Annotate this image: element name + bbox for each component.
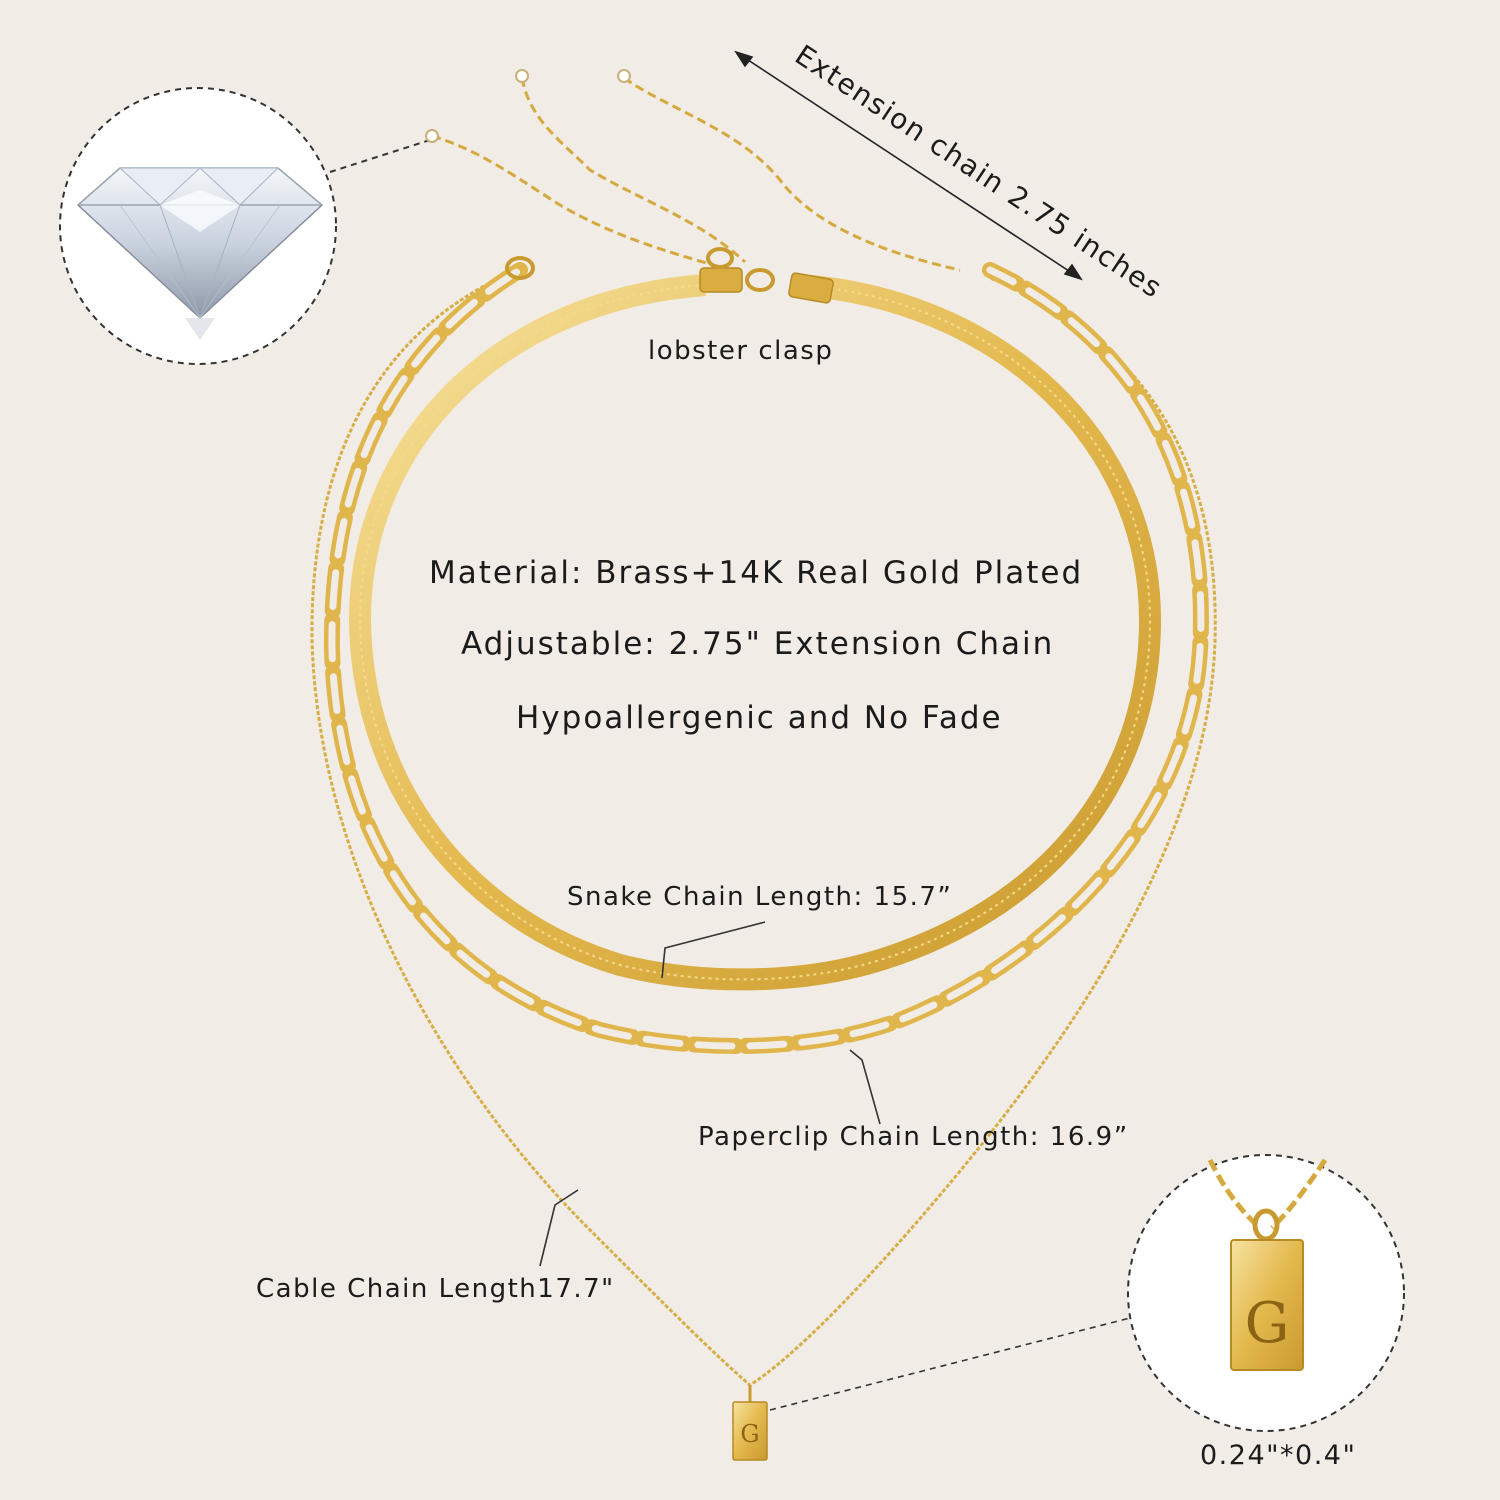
- paperclip-chain-length-label: Paperclip Chain Length: 16.9”: [698, 1122, 1129, 1152]
- leader-lines: [539, 921, 1131, 1411]
- cable-chain-length-label: Cable Chain Length17.7": [256, 1274, 615, 1304]
- diamond-zoom-circle: [59, 87, 431, 365]
- diamond-icon: [76, 167, 324, 340]
- lobster-clasp-label: lobster clasp: [648, 336, 834, 366]
- snake-chain: [348, 267, 1162, 991]
- feature-hypoallergenic: Hypoallergenic and No Fade: [516, 700, 1003, 736]
- snake-chain-length-label: Snake Chain Length: 15.7”: [567, 882, 953, 912]
- zoom-pendant-letter: G: [1245, 1291, 1290, 1356]
- feature-material: Material: Brass+14K Real Gold Plated: [429, 555, 1084, 591]
- feature-adjustable: Adjustable: 2.75" Extension Chain: [461, 626, 1055, 662]
- small-pendant-letter: G: [740, 1420, 759, 1448]
- pendant-size-label: 0.24"*0.4": [1200, 1440, 1357, 1471]
- cable-chain: [310, 276, 1217, 1387]
- paperclip-chain: [323, 262, 1209, 1054]
- small-pendant: G: [732, 1385, 768, 1461]
- lobster-clasp-icons: [505, 247, 775, 292]
- extension-dimension-arrow: [734, 50, 1083, 281]
- extension-chains: [425, 69, 961, 272]
- pendant-zoom-circle: G: [1127, 1154, 1405, 1432]
